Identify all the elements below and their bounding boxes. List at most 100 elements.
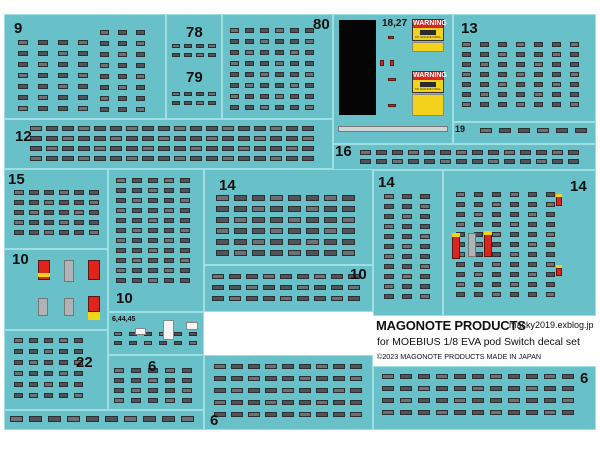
switch-decal [248,412,260,417]
switch-decal [288,239,301,245]
switch-decal [142,156,154,161]
switch-decal [180,278,190,283]
switch-decal [30,126,42,131]
switch-decal [306,206,319,212]
switch-decal [286,126,298,131]
switch-decal [490,374,502,379]
switch-decal [180,238,190,243]
switch-decal [516,102,525,107]
switch-decal [74,220,84,225]
red-panel-decal [88,260,100,280]
switch-decal [118,30,127,35]
switch-decal [116,268,126,273]
switch-decal [492,192,501,197]
switch-decal [59,200,69,205]
switch-decal [474,282,483,287]
switch-decal [498,62,507,67]
switch-decal [78,156,90,161]
switch-decal [118,52,127,57]
switch-decal [462,72,471,77]
switch-decal [418,398,430,403]
switch-decal [89,200,99,205]
switch-decal [305,39,314,44]
switch-decal [46,126,58,131]
switch-decal [424,159,435,164]
switch-decal [270,206,283,212]
switch-decal [408,150,419,155]
switch-decal [248,400,260,405]
switch-decal [148,258,158,263]
switch-decal [46,156,58,161]
red-mark-decal [388,36,394,39]
switch-decal [148,228,158,233]
switch-decal [234,195,247,201]
switch-decal [131,388,141,393]
switch-decal [305,28,314,33]
switch-decal [252,250,265,256]
switch-decal [275,39,284,44]
switch-decal [214,364,226,369]
switch-decal [420,264,430,269]
red-panel-decal [556,268,562,276]
switch-decal [382,374,394,379]
switch-decal [230,94,239,99]
switch-decal [516,52,525,57]
panel-number-13: 13 [461,20,478,37]
switch-decal [245,61,254,66]
switch-decal [29,338,38,343]
switch-decal [324,206,337,212]
switch-decal [180,178,190,183]
switch-decal [126,156,138,161]
switch-decal [229,296,241,301]
switch-decal [534,62,543,67]
switch-decal [59,371,68,376]
switch-decal [118,96,127,101]
switch-decal [480,52,489,57]
switch-decal [142,146,154,151]
switch-decal [490,398,502,403]
switch-decal [400,410,412,415]
switch-decal [546,232,555,237]
switch-decal [180,258,190,263]
switch-decal [492,252,501,257]
switch-decal [29,349,38,354]
switch-decal [180,208,190,213]
switch-decal [384,254,394,259]
switch-decal [265,364,277,369]
switch-decal [302,136,314,141]
switch-decal [74,190,84,195]
switch-decal [348,274,360,279]
switch-decal [480,42,489,47]
switch-decal [270,126,282,131]
switch-decal [100,96,109,101]
switch-decal [570,42,579,47]
switch-decal [238,156,250,161]
switch-decal [492,202,501,207]
switch-decal [472,150,483,155]
yellow-stripe-decal [452,233,460,237]
switch-decal [59,338,68,343]
switch-decal [46,146,58,151]
switch-decal [297,274,309,279]
switch-decal [392,150,403,155]
switch-decal [286,156,298,161]
switch-decal [306,239,319,245]
switch-decal [14,338,23,343]
switch-decal [288,217,301,223]
switch-decal [148,248,158,253]
switch-decal [552,159,563,164]
switch-decal [546,292,555,297]
switch-decal [116,198,126,203]
switch-decal [270,136,282,141]
switch-decal [342,250,355,256]
switch-decal [562,410,574,415]
switch-decal [552,82,561,87]
switch-decal [333,376,345,381]
panel-number-6-bottom-middle: 6 [210,412,219,429]
switch-decal [58,73,68,78]
switch-decal [116,218,126,223]
switch-decal [456,212,465,217]
switch-decal [254,126,266,131]
